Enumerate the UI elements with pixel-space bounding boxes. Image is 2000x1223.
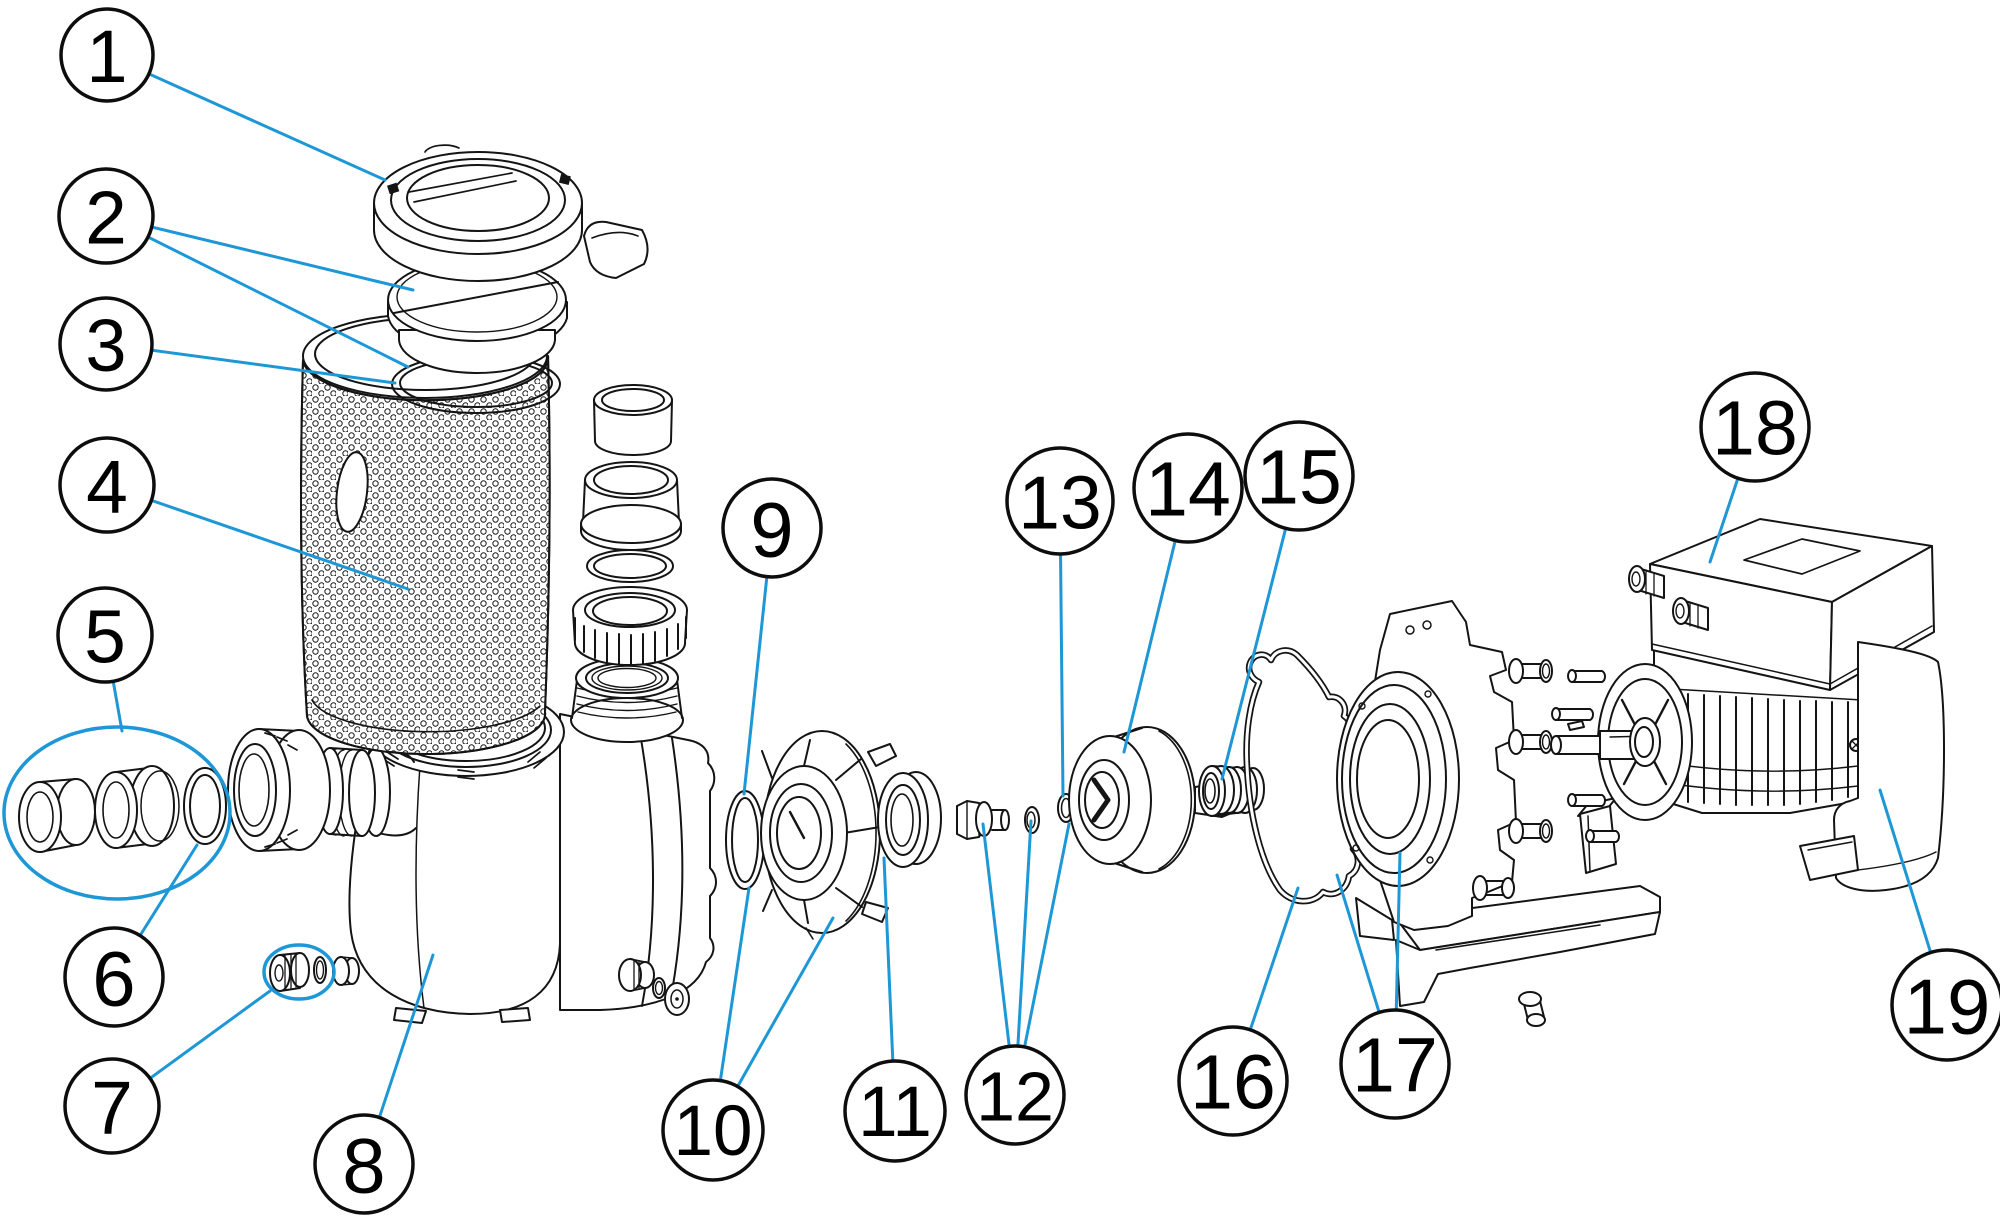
callout-circle-12	[964, 1044, 1066, 1146]
callout-11-shaft-seal-ring: 11	[843, 1059, 947, 1163]
callout-number-4: 4	[86, 444, 128, 528]
leader-lines-4	[105, 483, 410, 591]
callout-circle-15	[1243, 420, 1355, 532]
callout-circle-18	[1699, 371, 1811, 483]
callout-circle-14	[1132, 432, 1244, 544]
drain-plug-set	[269, 952, 327, 992]
callout-number-5: 5	[84, 594, 126, 678]
callout-number-8: 8	[342, 1121, 385, 1209]
callout-6-union-o-ring: 6	[63, 926, 165, 1028]
callout-number-19: 19	[1904, 963, 1991, 1051]
callout-13-shaft-o-ring: 13	[1005, 446, 1115, 556]
callout-12-impeller-hardware: 12	[964, 1044, 1066, 1146]
seal-plate-bracket	[1336, 600, 1661, 1027]
diffuser-o-ring	[725, 790, 765, 890]
callout-14-impeller: 14	[1132, 432, 1244, 544]
diffuser	[760, 730, 905, 940]
lid-lock-ring	[373, 144, 649, 282]
callout-number-18: 18	[1712, 386, 1798, 472]
callout-3-lid-o-ring: 3	[58, 296, 154, 392]
shaft-seal-ring	[877, 771, 942, 868]
callout-19-motor-fan-cover: 19	[1890, 948, 2000, 1062]
callout-circle-19	[1890, 948, 2000, 1062]
terminal-box	[1628, 518, 1935, 691]
callout-circle-16	[1177, 1025, 1289, 1137]
drain-plug-highlight	[262, 943, 336, 1001]
callout-circle-4	[58, 436, 156, 534]
callout-16-housing-gasket: 16	[1177, 1025, 1289, 1137]
callout-number-3: 3	[85, 304, 126, 387]
callout-circle-13	[1005, 446, 1115, 556]
callout-number-16: 16	[1190, 1040, 1276, 1126]
motor-flange-shaft	[1550, 663, 1693, 843]
callout-circle-2	[57, 167, 155, 265]
fan-cover	[1799, 641, 1945, 892]
callout-circle-9	[721, 477, 823, 579]
callout-number-10: 10	[674, 1092, 753, 1171]
impeller-hardware	[956, 793, 1075, 840]
callout-15-mechanical-seal: 15	[1243, 420, 1355, 532]
callout-circle-8	[313, 1113, 415, 1215]
callout-8-pump-body: 8	[313, 1113, 415, 1215]
strainer-basket	[300, 313, 551, 756]
callout-10-diffuser: 10	[661, 1078, 765, 1182]
callout-circle-3	[58, 296, 154, 392]
callout-2-strainer-lid: 2	[57, 167, 155, 265]
callout-number-12: 12	[976, 1057, 1054, 1135]
callout-number-11: 11	[858, 1073, 932, 1152]
union-fittings-highlight	[2, 725, 232, 901]
callout-18-terminal-box-cover: 18	[1699, 371, 1811, 483]
callout-number-9: 9	[750, 485, 793, 573]
callout-circle-7	[63, 1057, 161, 1155]
spare-union-fittings	[18, 765, 227, 853]
leader-lines-3	[104, 342, 397, 385]
callout-circle-5	[56, 586, 154, 684]
callout-4-strainer-basket: 4	[58, 436, 156, 534]
callout-circle-1	[59, 7, 155, 103]
leader-lines-2	[104, 214, 415, 369]
callout-number-15: 15	[1256, 435, 1342, 521]
callout-number-14: 14	[1145, 447, 1231, 533]
callout-circle-6	[63, 926, 165, 1028]
callout-number-7: 7	[91, 1065, 133, 1149]
callout-5-union-fitting-set: 5	[56, 586, 154, 684]
callout-circle-10	[661, 1078, 765, 1182]
strainer-lid	[387, 258, 568, 374]
callout-9-diffuser-o-ring: 9	[721, 477, 823, 579]
callout-circle-11	[843, 1059, 947, 1163]
callout-circle-17	[1339, 1008, 1451, 1120]
callout-number-13: 13	[1018, 461, 1101, 545]
callout-1-lid-lock-ring: 1	[59, 7, 155, 103]
callout-number-1: 1	[86, 15, 127, 98]
callout-number-6: 6	[92, 934, 135, 1022]
callout-7-drain-plug: 7	[63, 1057, 161, 1155]
leader-lines-1	[105, 53, 387, 182]
callout-number-17: 17	[1352, 1023, 1438, 1109]
callout-number-2: 2	[85, 175, 127, 259]
callout-17-seal-plate-bracket: 17	[1339, 1008, 1451, 1120]
